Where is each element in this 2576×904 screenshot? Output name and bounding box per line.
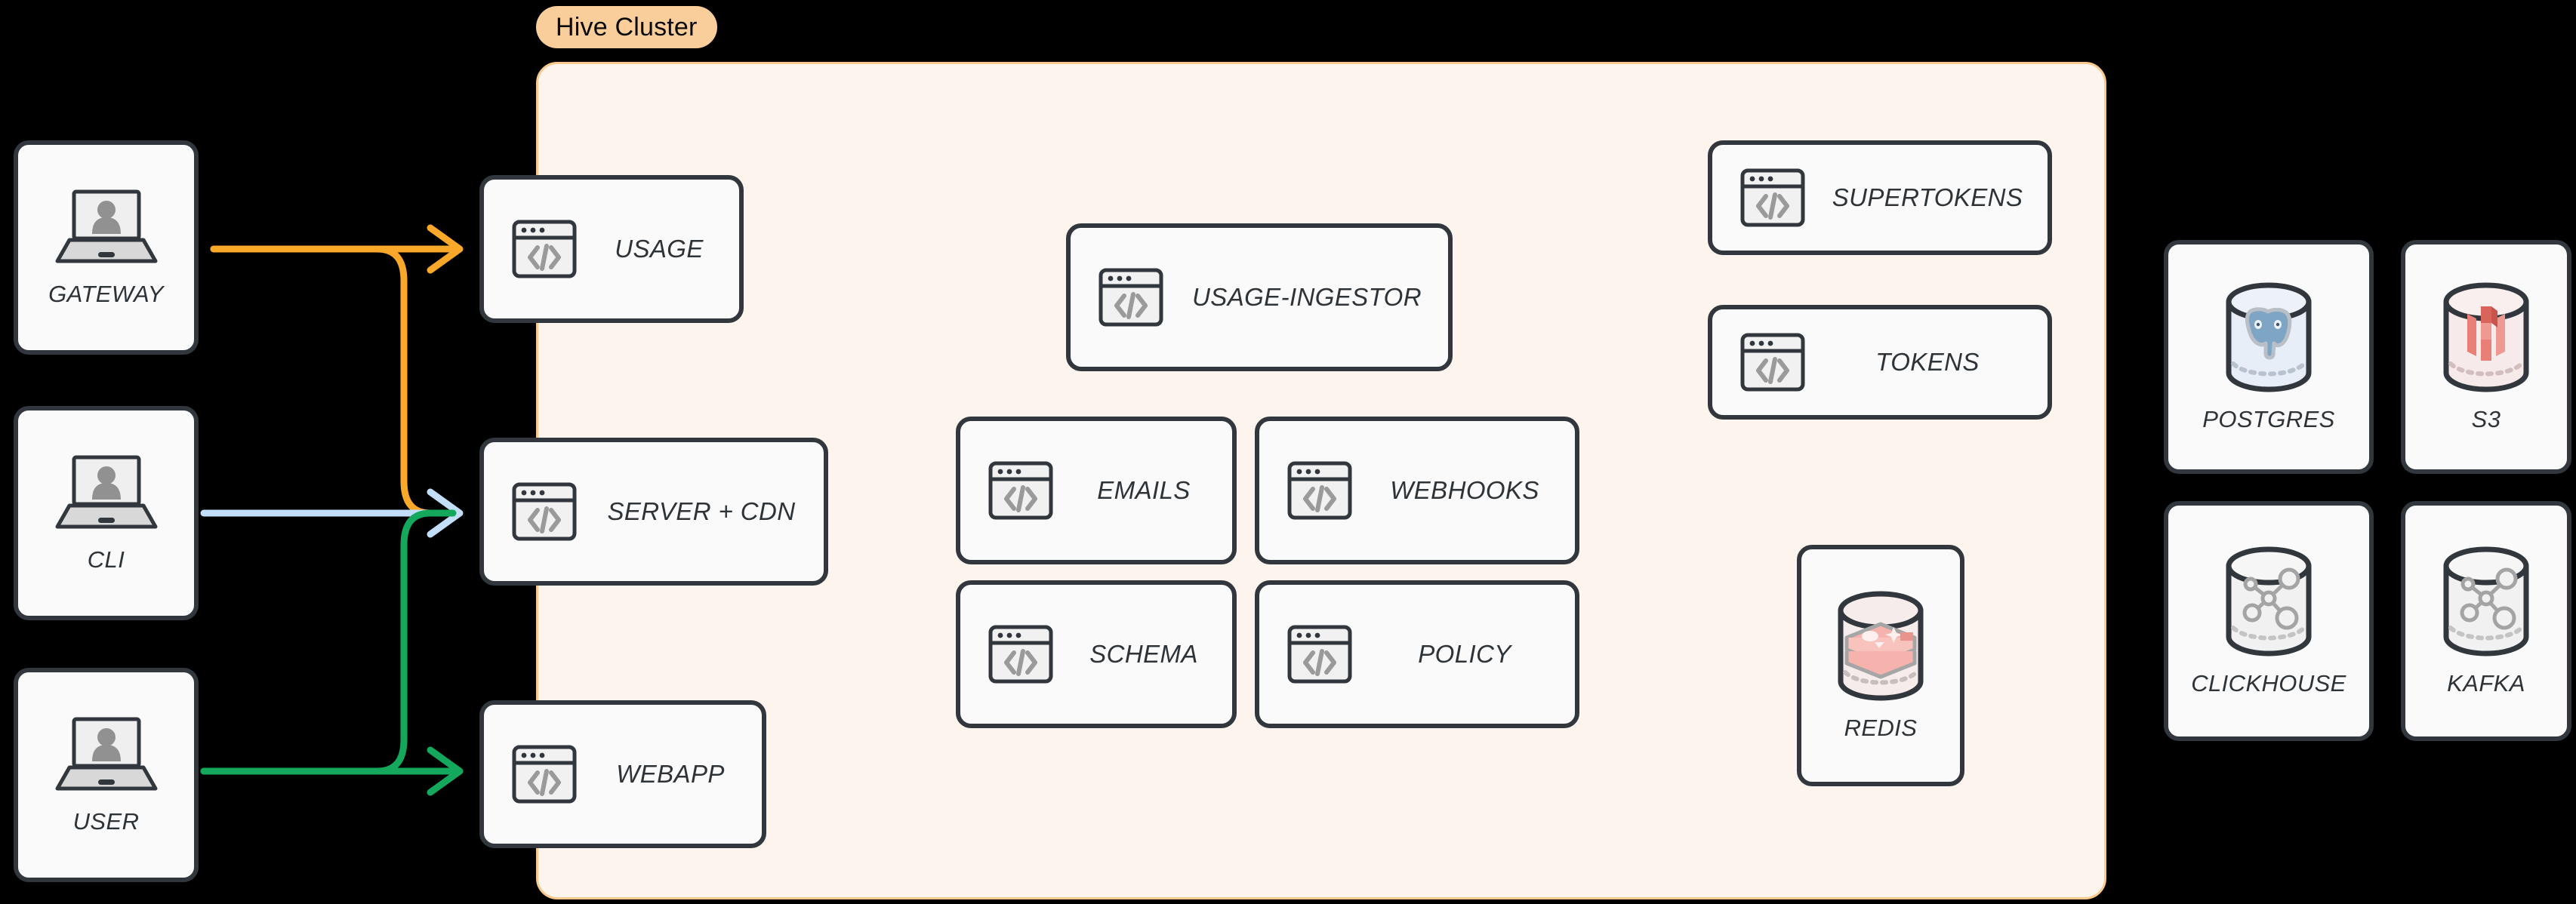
- postgres-cylinder-icon: [2215, 281, 2322, 394]
- code-window-icon: [986, 456, 1055, 525]
- redis-cylinder-icon: [1827, 589, 1934, 703]
- code-window-icon: [510, 477, 579, 546]
- service-node-tokens[interactable]: TOKENS: [1708, 305, 2052, 420]
- service-node-policy[interactable]: POLICY: [1255, 580, 1579, 728]
- code-window-icon: [510, 214, 579, 284]
- wire-user-server: [200, 509, 457, 775]
- service-label-supertokens: SUPERTOKENS: [1832, 183, 2023, 211]
- client-label-user: USER: [72, 808, 140, 835]
- code-window-icon: [1285, 456, 1354, 525]
- datastore-node-kafka[interactable]: KAFKA: [2401, 501, 2571, 741]
- laptop-user-icon: [54, 187, 159, 269]
- service-node-supertokens[interactable]: SUPERTOKENS: [1708, 140, 2052, 255]
- service-node-server-cdn[interactable]: SERVER + CDN: [479, 438, 828, 586]
- service-node-usage[interactable]: USAGE: [479, 175, 744, 323]
- datastore-label-kafka: KAFKA: [2447, 670, 2525, 696]
- client-node-cli[interactable]: CLI: [14, 406, 199, 620]
- service-node-usage-ingestor[interactable]: USAGE-INGESTOR: [1066, 223, 1453, 371]
- service-label-policy: POLICY: [1418, 640, 1511, 668]
- service-label-webhooks: WEBHOOKS: [1390, 476, 1539, 504]
- code-window-icon: [1738, 327, 1807, 397]
- hive-cluster-badge-label: Hive Cluster: [556, 12, 698, 42]
- hive-cluster-badge: Hive Cluster: [536, 6, 717, 48]
- laptop-user-icon: [54, 453, 159, 534]
- s3-cylinder-icon: [2433, 281, 2540, 394]
- datastore-label-postgres: POSTGRES: [2202, 406, 2335, 432]
- service-label-emails: EMAILS: [1097, 476, 1191, 504]
- client-node-user[interactable]: USER: [14, 668, 199, 882]
- code-window-icon: [510, 739, 579, 809]
- arrowhead-gateway-usage: [427, 224, 464, 274]
- service-node-webapp[interactable]: WEBAPP: [479, 700, 766, 848]
- datastore-label-redis: REDIS: [1844, 715, 1918, 741]
- datastore-node-postgres[interactable]: POSTGRES: [2164, 240, 2374, 474]
- code-window-icon: [1738, 163, 1807, 232]
- arrowhead-cli-server: [427, 488, 464, 538]
- arrowhead-user-webapp: [427, 746, 464, 796]
- service-label-usage-ingestor: USAGE-INGESTOR: [1192, 283, 1422, 311]
- laptop-user-icon: [54, 715, 159, 796]
- service-label-tokens: TOKENS: [1875, 348, 1980, 376]
- client-node-gateway[interactable]: GATEWAY: [14, 140, 199, 355]
- service-node-webhooks[interactable]: WEBHOOKS: [1255, 417, 1579, 564]
- code-window-icon: [986, 620, 1055, 689]
- graph-cylinder-icon: [2215, 545, 2322, 658]
- datastore-node-clickhouse[interactable]: CLICKHOUSE: [2164, 501, 2374, 741]
- graph-cylinder-icon: [2433, 545, 2540, 658]
- code-window-icon: [1096, 263, 1166, 332]
- client-label-cli: CLI: [87, 546, 125, 573]
- service-node-emails[interactable]: EMAILS: [956, 417, 1237, 564]
- datastore-label-clickhouse: CLICKHOUSE: [2191, 670, 2346, 696]
- datastore-label-s3: S3: [2471, 406, 2501, 432]
- service-node-schema[interactable]: SCHEMA: [956, 580, 1237, 728]
- code-window-icon: [1285, 620, 1354, 689]
- service-label-server-cdn: SERVER + CDN: [607, 497, 796, 525]
- client-label-gateway: GATEWAY: [48, 281, 164, 307]
- service-label-schema: SCHEMA: [1089, 640, 1198, 668]
- datastore-node-redis[interactable]: REDIS: [1797, 545, 1964, 786]
- datastore-node-s3[interactable]: S3: [2401, 240, 2571, 474]
- service-label-usage: USAGE: [615, 235, 704, 263]
- service-label-webapp: WEBAPP: [616, 760, 725, 788]
- wire-gateway-server: [210, 245, 457, 517]
